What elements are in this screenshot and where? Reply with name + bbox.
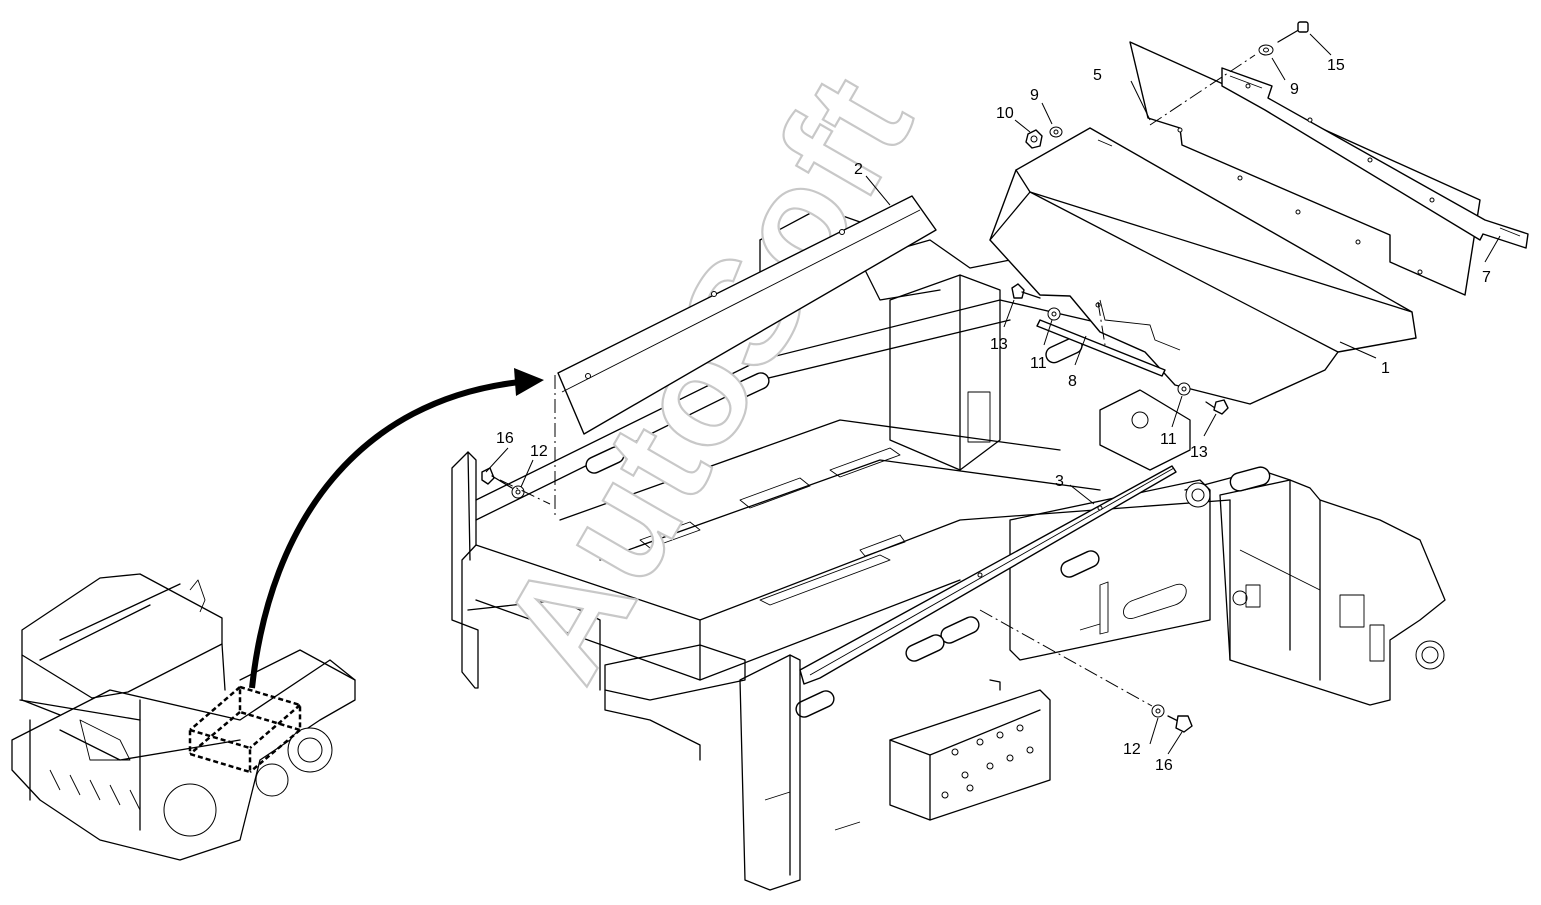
callout-5: 5: [1093, 67, 1102, 84]
callout-16-bottom: 16: [1155, 757, 1173, 774]
part-3-long-angle-strip: [799, 465, 1177, 685]
watermark-text: AutoSoft: [467, 46, 945, 706]
callout-8: 8: [1068, 373, 1077, 390]
callout-12-left: 12: [530, 443, 548, 460]
callout-2: 2: [854, 161, 863, 178]
part-1-cover-tray: [989, 127, 1417, 405]
callout-13-left: 13: [990, 336, 1008, 353]
leader-lines: [485, 33, 1501, 755]
callout-11-left: 11: [1030, 355, 1047, 372]
callout-1: 1: [1381, 360, 1390, 377]
callout-10: 10: [996, 105, 1014, 122]
callout-11-right: 11: [1160, 431, 1177, 448]
part-7-slotted-strip: [1221, 67, 1529, 249]
fasteners: [481, 21, 1309, 733]
part-2-angle-strip: [557, 195, 937, 435]
part-8-rod: [1036, 319, 1166, 377]
callout-7: 7: [1482, 269, 1491, 286]
machine-overview-inset: [11, 573, 356, 861]
callout-9-top: 9: [1290, 81, 1299, 98]
callout-15: 15: [1327, 57, 1345, 74]
callout-12-bottom: 12: [1123, 741, 1141, 758]
callout-labels: 1 2 3 5 7 8 9 9 10 11 11 12 12 13 13 15 …: [496, 57, 1491, 774]
callout-13-right: 13: [1190, 444, 1208, 461]
callout-9-left: 9: [1030, 87, 1039, 104]
callout-3: 3: [1055, 473, 1064, 490]
callout-16-left: 16: [496, 430, 514, 447]
chassis-frame: [451, 207, 1446, 891]
assembly-center-lines: [499, 54, 1256, 707]
reference-arrow: [249, 368, 544, 689]
